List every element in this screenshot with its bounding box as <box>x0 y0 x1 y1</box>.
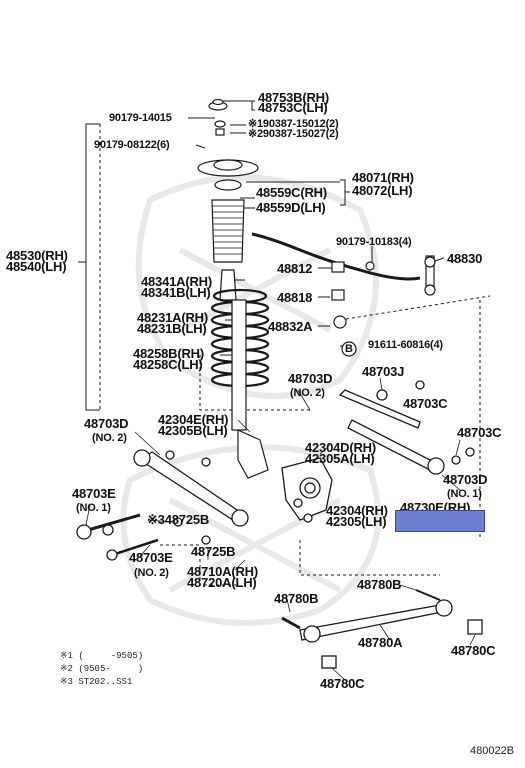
label-90179-08122: 90179-08122(6) <box>94 139 170 151</box>
label-48341a: 48341A(RH) <box>141 274 212 289</box>
label-48818: 48818 <box>277 290 313 305</box>
label-48753b: 48753B(RH) <box>258 90 329 105</box>
label-48703d-right-no: (NO. 1) <box>447 488 482 500</box>
label-42304d: 42304D(RH) <box>305 440 376 455</box>
label-48703d-top-no: (NO. 2) <box>290 387 325 399</box>
label-48780c-bot: 48780C <box>320 676 365 691</box>
highlight-box <box>395 510 485 532</box>
label-48703d-right: 48703D <box>443 472 488 487</box>
label-48559d: 48559D(LH) <box>256 200 326 215</box>
label-48071: 48071(RH) <box>352 170 414 185</box>
label-90179-14015: 90179-14015 <box>109 112 172 124</box>
label-48703d-left-no: (NO. 2) <box>92 432 127 444</box>
label-48780b-top: 48780B <box>357 577 402 592</box>
label-48231a: 48231A(RH) <box>137 310 208 325</box>
diagram-code: 480022B <box>470 745 515 757</box>
label-48703c-right: 48703C <box>457 425 502 440</box>
label-48703c-mid: 48703C <box>403 396 448 411</box>
label-48780b-left: 48780B <box>274 591 319 606</box>
label-48703j: 48703J <box>362 364 405 379</box>
axle-carrier <box>281 457 333 521</box>
b-circle <box>341 341 357 357</box>
label-90179-10183: 90179-10183(4) <box>336 236 412 248</box>
label-90387-15012: ※190387-15012(2) <box>248 118 339 130</box>
label-48703e-bot: 48703E <box>129 550 173 565</box>
label-48341b: 48341B(LH) <box>141 285 211 300</box>
stabilizer-bar <box>251 232 421 281</box>
label-48725b: 48725B <box>191 544 236 559</box>
label-42305: 42305(LH) <box>326 514 387 529</box>
label-42304: 42304(RH) <box>326 503 388 518</box>
label-48703d-top: 48703D <box>288 371 333 386</box>
label-90387-15027: ※290387-15027(2) <box>248 128 339 140</box>
label-48530: 48530(RH) <box>6 248 68 263</box>
label-42305b: 42305B(LH) <box>158 423 228 438</box>
label-48540: 48540(LH) <box>6 259 67 274</box>
label-48780c-right: 48780C <box>451 643 496 658</box>
label-48720a: 48720A(LH) <box>187 575 257 590</box>
bracket-strut-assembly <box>85 123 100 411</box>
dust-boot-ridges <box>212 205 244 255</box>
label-42305a: 42305A(LH) <box>305 451 375 466</box>
label-48780a: 48780A <box>358 635 403 650</box>
note-3: ※3 ST202..SS1 <box>60 677 133 687</box>
label-48231b: 48231B(LH) <box>137 321 207 336</box>
label-48703e-bot-no: (NO. 2) <box>134 567 169 579</box>
label-48753c: 48753C(LH) <box>258 100 328 115</box>
label-48559c: 48559C(RH) <box>256 185 327 200</box>
label-48830: 48830 <box>447 251 483 266</box>
label-42304e: 42304E(RH) <box>158 412 229 427</box>
label-48725b-note: ※348725B <box>147 512 210 527</box>
label-48703e-left: 48703E <box>72 486 116 501</box>
label-48258c: 48258C(LH) <box>133 357 203 372</box>
note-2: ※2 (9505- ) <box>60 664 144 674</box>
label-91611: 91611-60816(4) <box>368 339 443 351</box>
label-48703d-left: 48703D <box>84 416 129 431</box>
label-48710a: 48710A(RH) <box>187 564 258 579</box>
label-48812: 48812 <box>277 261 313 276</box>
label-b: B <box>345 343 353 355</box>
label-48703e-left-no: (NO. 1) <box>76 502 111 514</box>
label-48072: 48072(LH) <box>352 183 413 198</box>
label-48832a: 48832A <box>268 319 313 334</box>
label-48258b: 48258B(RH) <box>133 346 204 361</box>
note-1: ※1 ( -9505) <box>60 651 144 661</box>
